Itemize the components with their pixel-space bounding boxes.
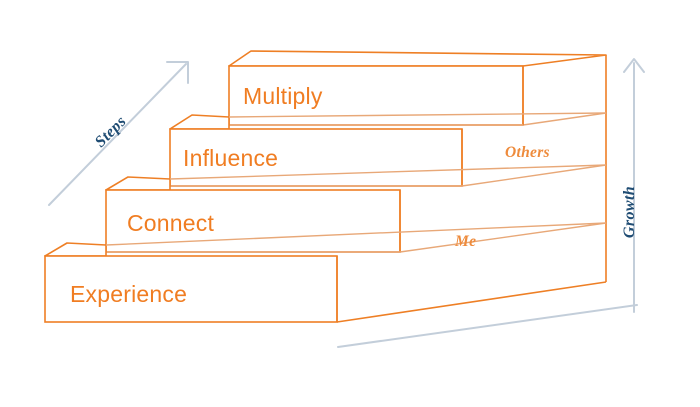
growth-axis [623, 58, 645, 313]
axis-label-growth: Growth [621, 186, 638, 238]
step-multiply-front-face [228, 65, 524, 126]
step-label-connect: Connect [127, 210, 214, 236]
step-experience-front-face [44, 255, 338, 323]
step-label-influence: Influence [183, 145, 278, 171]
steps-axis-line [48, 63, 187, 206]
step-connect[interactable] [105, 164, 607, 253]
steps-axis [48, 61, 189, 206]
step-label-experience: Experience [70, 281, 187, 307]
step-influence-top-face [169, 114, 230, 130]
step-influence[interactable] [169, 112, 607, 187]
step-label-multiply: Multiply [243, 83, 323, 109]
axis-label-steps: Steps [92, 113, 130, 151]
step-experience[interactable] [44, 222, 607, 323]
step-multiply-top-face [228, 50, 607, 67]
step-influence-right-bottom-edge [461, 164, 607, 187]
step-experience-tread-back-edge [105, 222, 607, 246]
step-connect-top-face [105, 176, 171, 191]
step-experience-top-face [44, 242, 107, 257]
zone-label-me: Me [454, 233, 476, 250]
step-connect-tread-back-edge [169, 164, 607, 180]
zone-label-others: Others [505, 144, 550, 161]
back-right-wall [336, 55, 607, 323]
steps-axis-arrowhead-icon [166, 61, 189, 84]
floor-right-edge [336, 281, 607, 323]
step-multiply[interactable] [228, 50, 607, 126]
floor-baseline [337, 304, 638, 348]
step-multiply-right-bottom-edge [522, 112, 607, 126]
growth-axis-arrowhead-icon [623, 58, 645, 73]
step-connect-right-bottom-edge [399, 222, 607, 253]
step-influence-tread-back-edge [228, 112, 607, 118]
